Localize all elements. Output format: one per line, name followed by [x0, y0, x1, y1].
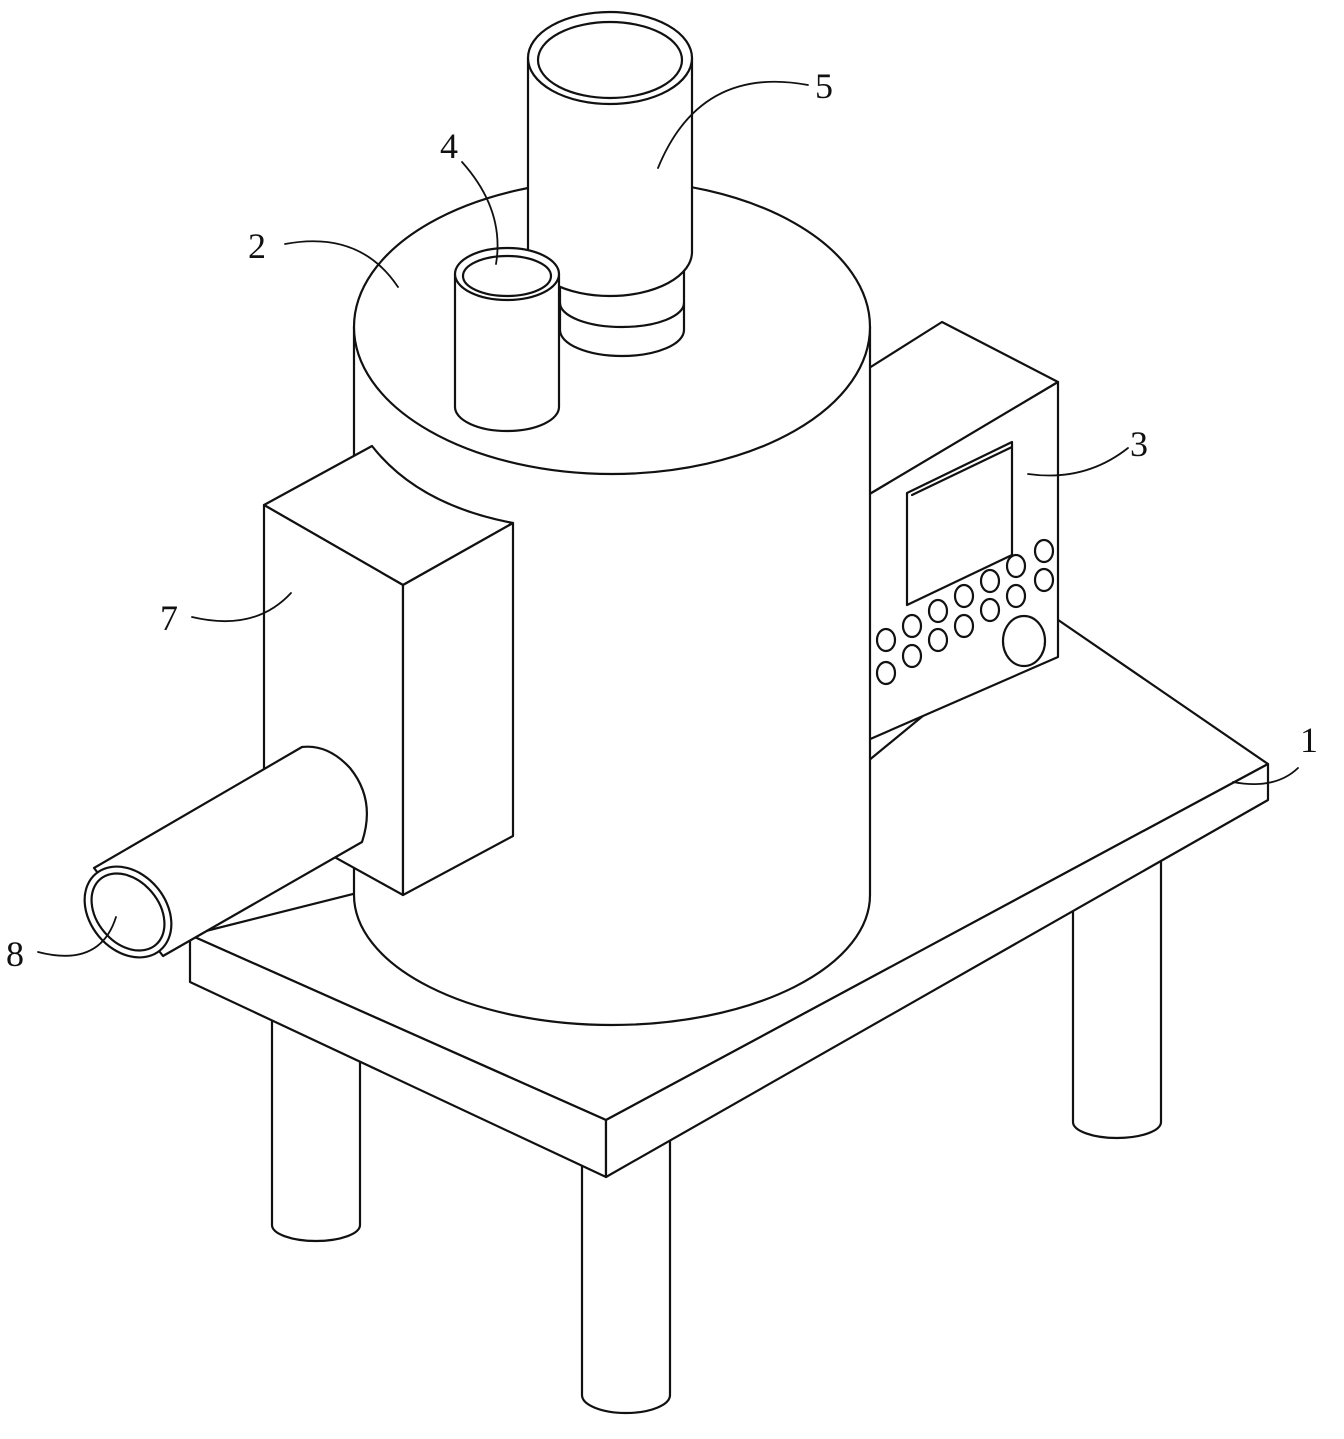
reference-labels: 1 2 3 4 5 7 8	[6, 66, 1318, 974]
table-right-edge	[604, 762, 1270, 1179]
label-tank: 2	[248, 226, 266, 266]
label-top-cylinder: 5	[815, 66, 833, 106]
label-base: 1	[1300, 720, 1318, 760]
leader-1	[1232, 767, 1299, 785]
control-box	[856, 320, 1060, 742]
leader-lines	[37, 80, 1299, 957]
side-housing-right	[401, 521, 515, 897]
small-inlet-rim-inner	[461, 254, 553, 298]
leader-4	[461, 161, 499, 265]
top-cylinder-rim-inner	[536, 20, 684, 100]
leader-2	[284, 240, 399, 288]
control-knob	[1001, 614, 1047, 668]
label-small-inlet: 4	[440, 126, 458, 166]
leader-3	[1027, 447, 1129, 477]
label-side-housing: 7	[160, 598, 178, 638]
label-outlet-pipe: 8	[6, 934, 24, 974]
leader-7	[191, 592, 292, 623]
label-control-box: 3	[1130, 424, 1148, 464]
keypad-buttons	[875, 538, 1055, 686]
top-cylinder	[526, 10, 694, 358]
leg-front	[580, 1118, 672, 1415]
leader-5	[657, 80, 809, 169]
leg-back-right	[1071, 848, 1163, 1140]
leader-8	[37, 916, 117, 957]
small-inlet	[453, 246, 561, 433]
